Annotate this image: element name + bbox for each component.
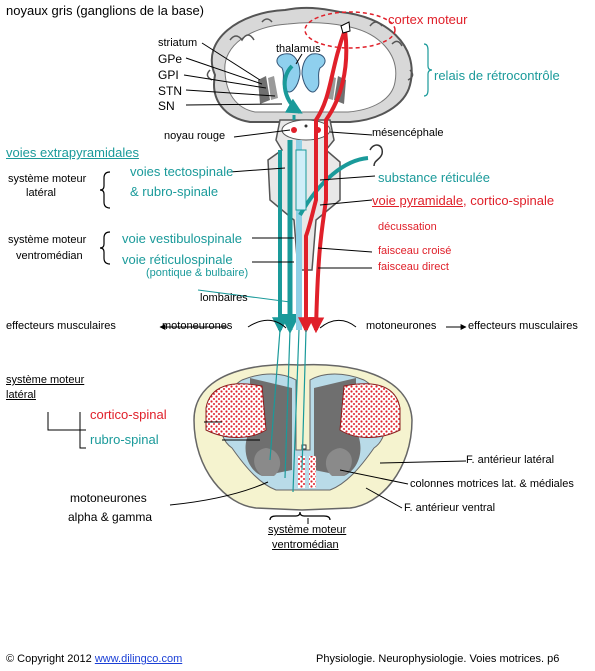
lateral-system-bottom-line2: latéral [6,389,36,401]
crossed-bundle-label: faisceau croisé [378,245,452,257]
reticular-substance-label: substance réticulée [378,170,491,185]
midbrain-label: mésencéphale [372,127,444,139]
leader-lines [47,42,467,524]
site-link[interactable]: www.dilingco.com [94,653,183,665]
effectors-left-label: effecteurs musculaires [6,320,116,332]
rubrospinal-label: rubro-spinal [90,432,159,447]
sn-label: SN [158,99,175,113]
lateral-system-line2: latéral [26,187,56,199]
corticospinal-suffix: , cortico-spinale [463,193,555,208]
red-nucleus-label: noyau rouge [164,130,226,142]
motoneurons-alpha-gamma-line1: motoneurones [70,491,147,505]
striatum-label: striatum [158,37,198,49]
red-pathways [298,21,351,334]
pyramidal-label: voie pyramidale [372,193,464,208]
footer-breadcrumb: Physiologie. Neurophysiologie. Voies mot… [316,653,560,665]
spinal-cord-section [193,329,413,511]
gpe-label: GPe [158,52,183,66]
lumbar-label: lombaires [200,292,248,304]
effectors-right-label: effecteurs musculaires [468,320,578,332]
ventromedial-line2: ventromédian [16,250,83,262]
footer-copyright: © Copyright 2012 www.dilingco.com [6,654,182,665]
lateral-system-bottom-line1: système moteur [6,374,85,386]
corticospinal-label: cortico-spinal [90,407,167,422]
effector-arrows [159,319,467,330]
extrapyramidal-label: voies extrapyramidales [6,145,139,160]
vestibulospinal-label: voie vestibulospinale [122,231,242,246]
copyright-text: © Copyright 2012 [6,653,92,665]
braces [99,43,433,521]
thalamus-label: thalamus [276,43,321,55]
motor-cortex-label: cortex moteur [388,12,468,27]
rubrospinal-path-label: & rubro-spinale [130,184,219,199]
ventromedial-line1: système moteur [8,234,87,246]
basal-ganglia-label: noyaux gris (ganglions de la base) [6,3,205,18]
ventromedial-bottom-line1: système moteur [268,524,347,536]
ant-lateral-tract-label: F. antérieur latéral [466,454,555,466]
motoneurons-alpha-gamma-line2: alpha & gamma [68,510,153,524]
brain-section [206,6,414,271]
decussation-label: décussation [378,221,437,233]
tectospinal-label: voies tectospinale [130,164,234,179]
teal-pathways [272,64,369,334]
motor-columns-label: colonnes motrices lat. & médiales [410,478,574,490]
stn-label: STN [158,84,182,98]
feedback-relay-label: relais de rétrocontrôle [434,68,560,83]
reticulospinal-sub-label: (pontique & bulbaire) [146,267,249,279]
motoneurons-right-label: motoneurones [366,320,437,332]
reticulospinal-label: voie réticulospinale [122,252,233,267]
ant-ventral-tract-label: F. antérieur ventral [404,502,496,514]
motoneurons-left-label: motoneurones [162,320,233,332]
gpi-label: GPI [158,68,179,82]
lateral-system-line1: système moteur [8,173,87,185]
ventromedial-bottom-line2: ventromédian [272,539,339,551]
direct-bundle-label: faisceau direct [378,261,449,273]
pyramidal-pathway-label: voie pyramidale, cortico-spinale [372,194,554,207]
